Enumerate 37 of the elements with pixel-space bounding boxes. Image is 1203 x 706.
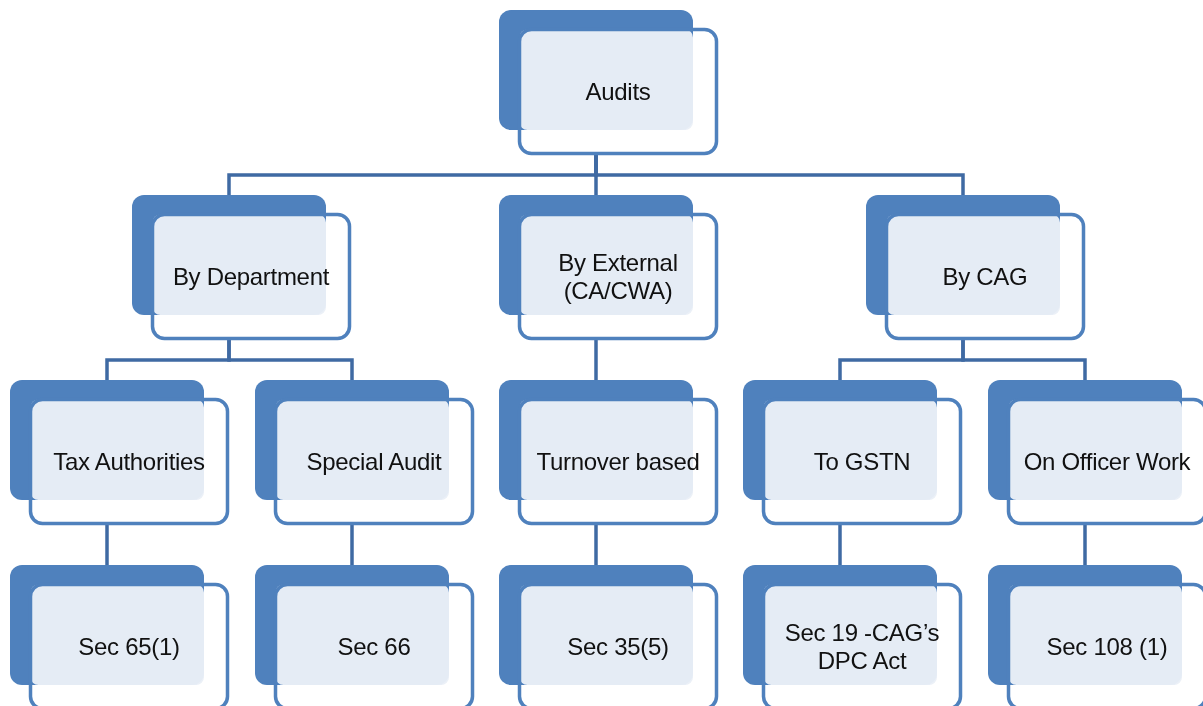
connector-line xyxy=(227,340,354,380)
box-label: Sec 35(5) xyxy=(566,631,670,662)
process-box xyxy=(499,195,721,343)
connector-line xyxy=(350,525,354,565)
box-label: Tax Authorities xyxy=(52,446,206,477)
box-label: On Officer Work xyxy=(1022,446,1192,477)
box-label: By CAG xyxy=(941,261,1029,292)
box-label: Special Audit xyxy=(305,446,443,477)
process-box xyxy=(255,565,477,706)
box-label: By External (CA/CWA) xyxy=(557,247,679,306)
process-box xyxy=(10,380,232,528)
process-box xyxy=(499,380,721,528)
box-label: Audits xyxy=(584,76,652,107)
process-box xyxy=(866,195,1088,343)
process-box xyxy=(499,565,721,706)
box-label: Sec 108 (1) xyxy=(1045,631,1169,662)
process-box xyxy=(132,195,354,343)
box-label: Sec 19 -CAG’s DPC Act xyxy=(783,617,941,676)
process-box xyxy=(988,380,1203,528)
process-box xyxy=(255,380,477,528)
box-label: Sec 65(1) xyxy=(77,631,181,662)
process-box xyxy=(988,565,1203,706)
connector-line xyxy=(1083,525,1087,565)
process-box xyxy=(743,380,965,528)
process-box xyxy=(499,10,721,158)
process-box xyxy=(743,565,965,706)
connector-line xyxy=(594,155,965,195)
connector-line xyxy=(961,340,1087,380)
box-label: To GSTN xyxy=(812,446,912,477)
connector-line xyxy=(105,525,109,565)
process-box xyxy=(10,565,232,706)
box-label: Sec 66 xyxy=(336,631,412,662)
connector-line xyxy=(594,525,598,565)
box-label: Turnover based xyxy=(535,446,701,477)
box-label: By Department xyxy=(171,261,331,292)
connector-line xyxy=(594,340,598,380)
connector-line xyxy=(838,525,842,565)
